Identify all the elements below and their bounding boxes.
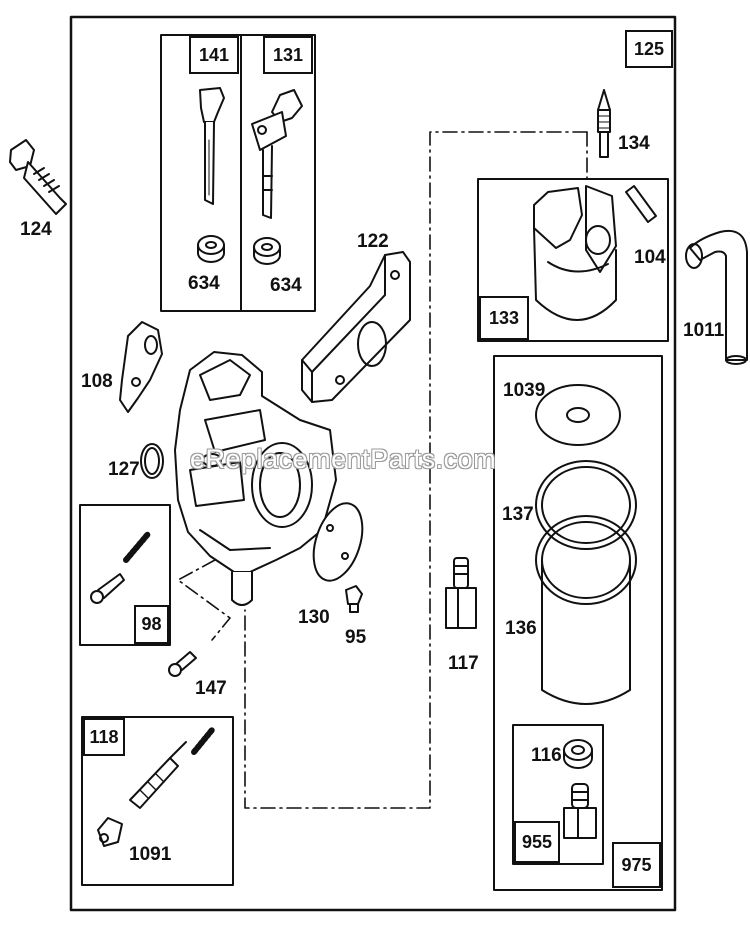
group-tag-955: 955: [514, 821, 560, 863]
group-tag-133: 133: [479, 296, 529, 340]
bolt-124-drawing: [9, 139, 67, 215]
part-label-108: 108: [81, 371, 113, 392]
cap-1091-drawing: [97, 817, 123, 847]
group-tag-98: 98: [134, 605, 169, 644]
seat-116-drawing: [563, 739, 593, 769]
washer-1039-drawing: [535, 384, 621, 446]
shaft-131-drawing: [251, 89, 303, 219]
part-label-122: 122: [357, 231, 389, 252]
part-label-1091: 1091: [129, 844, 172, 865]
pin-104-drawing: [625, 185, 657, 223]
screw-147-drawing: [168, 651, 197, 677]
hose-1011-drawing: [685, 230, 748, 365]
routing-lines: [177, 131, 588, 809]
part-label-95: 95: [345, 627, 367, 648]
part-label-117: 117: [448, 653, 479, 674]
needle-134-drawing: [597, 89, 611, 158]
ring-137-drawing: [535, 460, 637, 550]
part-label-104: 104: [634, 247, 666, 268]
watermark: eReplacementParts.com: [190, 444, 497, 474]
main-frame: [69, 15, 677, 912]
seal-634-right-drawing: [253, 237, 281, 265]
spring-118-drawing: [191, 727, 215, 755]
needle-1091-drawing: [129, 741, 187, 809]
plate-108-drawing: [119, 321, 163, 413]
part-label-124: 124: [20, 219, 52, 240]
fitting-117-drawing: [445, 557, 477, 629]
spacer-122-drawing: [301, 251, 411, 403]
part-label-634-right: 634: [270, 275, 302, 296]
gasket-kit-box: [493, 355, 663, 891]
seal-634-left-drawing: [197, 235, 225, 263]
jet-955-drawing: [563, 783, 597, 839]
screw-kit-box: [79, 504, 171, 646]
screw-95-drawing: [345, 585, 363, 613]
part-label-130: 130: [298, 607, 330, 628]
part-label-116: 116: [531, 745, 562, 766]
adjust-kit-box: [81, 716, 234, 886]
screw-98-drawing: [90, 573, 125, 604]
carburetor-body-drawing: [174, 351, 337, 606]
part-label-1039: 1039: [503, 380, 546, 401]
part-label-147: 147: [195, 678, 227, 699]
spring-98-drawing: [123, 531, 151, 563]
group-tag-125: 125: [625, 30, 673, 68]
shaft-141-drawing: [199, 87, 225, 205]
part-label-136: 136: [505, 618, 537, 639]
seat-kit-box: [512, 724, 604, 865]
part-label-137: 137: [502, 504, 534, 525]
bowl-136-drawing: [535, 515, 637, 705]
group-tag-131: 131: [263, 36, 313, 74]
float-kit-box: [477, 178, 669, 342]
part-label-127: 127: [108, 459, 140, 480]
group-tag-118: 118: [83, 718, 125, 756]
part-label-1011: 1011: [683, 320, 725, 341]
part-label-134: 134: [618, 133, 650, 154]
group-tag-141: 141: [189, 36, 239, 74]
float-133-drawing: [533, 185, 617, 321]
oring-127-drawing: [140, 443, 164, 479]
kit-141-131-box: [160, 34, 316, 312]
group-tag-975: 975: [612, 842, 661, 888]
gasket-130-drawing: [312, 502, 364, 582]
part-label-634-left: 634: [188, 273, 220, 294]
